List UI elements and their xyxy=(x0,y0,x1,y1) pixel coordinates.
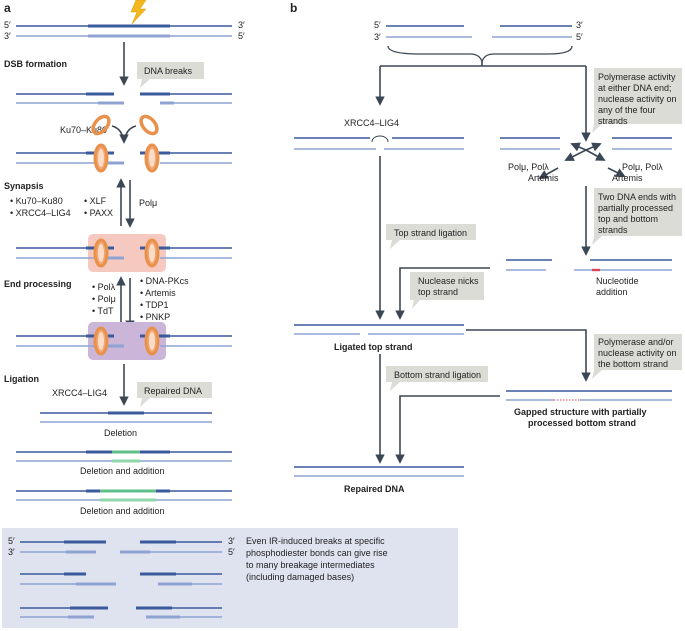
bottom-strand-ligation-callout: Bottom strand ligation xyxy=(386,366,488,391)
svg-text:addition: addition xyxy=(596,287,628,297)
two-dna-ends-callout: Two DNA ends with partially processed to… xyxy=(592,188,682,245)
dsb-formation-label: DSB formation xyxy=(4,59,67,69)
gapped-structure xyxy=(506,390,672,401)
svg-text:Top strand ligation: Top strand ligation xyxy=(394,228,467,238)
panel-b-aligned-ends xyxy=(294,135,464,150)
breakage-intermediates-box: 5′ 3′ 3′ 5′ Even IR-induced breaks at sp… xyxy=(2,528,458,628)
svg-text:at either DNA end;: at either DNA end; xyxy=(598,83,672,93)
svg-text:5′: 5′ xyxy=(238,31,245,41)
dna-with-ku xyxy=(16,143,232,173)
svg-text:strands: strands xyxy=(598,116,628,126)
panel-b-label: b xyxy=(290,1,297,15)
svg-text:• Artemis: • Artemis xyxy=(140,288,176,298)
svg-text:any of the four: any of the four xyxy=(598,105,656,115)
svg-text:Gapped structure with partiall: Gapped structure with partially xyxy=(514,407,647,417)
polymerase-activity-callout: Polymerase activity at either DNA end; n… xyxy=(592,68,682,133)
svg-text:• PAXX: • PAXX xyxy=(84,208,113,218)
svg-text:Repaired DNA: Repaired DNA xyxy=(144,386,202,396)
svg-text:5′: 5′ xyxy=(228,547,235,557)
svg-text:• Polλ: • Polλ xyxy=(92,282,116,292)
broken-dna xyxy=(16,92,232,105)
svg-text:5′: 5′ xyxy=(576,32,583,42)
svg-text:• Polμ: • Polμ xyxy=(92,294,116,304)
panel-b-processed-ends-2 xyxy=(506,259,672,272)
deletion-addition-label-1: Deletion and addition xyxy=(80,466,165,476)
svg-text:3′: 3′ xyxy=(576,20,583,30)
svg-text:Polymerase and/or: Polymerase and/or xyxy=(598,337,674,347)
svg-text:Two DNA ends with: Two DNA ends with xyxy=(598,192,676,202)
svg-text:DNA breaks: DNA breaks xyxy=(144,66,193,76)
repaired-dna-callout: Repaired DNA xyxy=(137,382,212,407)
svg-text:phosphodiester bonds can give: phosphodiester bonds can give rise xyxy=(246,548,388,558)
xrcc4-lig4-label-a: XRCC4–LIG4 xyxy=(52,388,107,398)
svg-text:• Ku70–Ku80: • Ku70–Ku80 xyxy=(10,196,63,206)
activity-arrows xyxy=(538,142,626,179)
panel-b-processed-ends-1 xyxy=(500,137,672,150)
lightning-icon xyxy=(130,0,147,25)
svg-text:(including damaged bases): (including damaged bases) xyxy=(246,572,354,582)
deletion-addition-product-2 xyxy=(16,489,232,502)
ligation-label: Ligation xyxy=(4,374,39,384)
svg-text:the bottom strand: the bottom strand xyxy=(598,359,668,369)
nuclease-nicks-callout: Nuclease nicks top strand xyxy=(410,272,484,309)
svg-text:Bottom strand ligation: Bottom strand ligation xyxy=(394,370,481,380)
svg-text:5′: 5′ xyxy=(4,20,11,30)
svg-text:processed bottom strand: processed bottom strand xyxy=(528,418,636,428)
ligated-top-strand xyxy=(294,324,464,335)
svg-text:• TDP1: • TDP1 xyxy=(140,300,169,310)
panel-b-broken-dna: 5′ 3′ 3′ 5′ xyxy=(374,20,583,42)
svg-text:3′: 3′ xyxy=(4,31,11,41)
repaired-dna-label-b: Repaired DNA xyxy=(344,484,405,494)
svg-text:top and bottom: top and bottom xyxy=(598,214,658,224)
svg-text:nuclease activity on: nuclease activity on xyxy=(598,348,677,358)
svg-text:Polμ, Polλ: Polμ, Polλ xyxy=(508,162,549,172)
svg-text:Nuclease nicks: Nuclease nicks xyxy=(418,276,479,286)
repaired-dna-b xyxy=(294,466,464,477)
intact-dna: 5′ 3′ 3′ 5′ xyxy=(4,20,245,41)
dna-breaks-callout: DNA breaks xyxy=(137,62,204,88)
svg-text:nuclease activity on: nuclease activity on xyxy=(598,94,677,104)
deletion-label: Deletion xyxy=(104,428,137,438)
svg-text:to many breakage intermediates: to many breakage intermediates xyxy=(246,560,375,570)
svg-text:Artemis: Artemis xyxy=(528,173,559,183)
svg-text:3′: 3′ xyxy=(228,536,235,546)
svg-text:• PNKP: • PNKP xyxy=(140,312,170,322)
svg-text:partially processed: partially processed xyxy=(598,203,673,213)
svg-text:Artemis: Artemis xyxy=(612,173,643,183)
deletion-product xyxy=(40,411,212,423)
svg-text:Polymerase activity: Polymerase activity xyxy=(598,72,676,82)
synapsis-label: Synapsis xyxy=(4,181,44,191)
svg-text:5′: 5′ xyxy=(8,536,15,546)
ligated-top-strand-label: Ligated top strand xyxy=(334,342,413,352)
panel-a-label: a xyxy=(4,1,11,15)
deletion-addition-product-1 xyxy=(16,450,232,463)
svg-text:5′: 5′ xyxy=(374,20,381,30)
svg-text:Polμ, Polλ: Polμ, Polλ xyxy=(622,162,663,172)
svg-text:3′: 3′ xyxy=(374,32,381,42)
synapsis-complex xyxy=(16,234,232,272)
svg-text:Even IR-induced breaks at spec: Even IR-induced breaks at specific xyxy=(246,536,385,546)
polmu-label: Polμ xyxy=(139,198,157,208)
xrcc4-lig4-label-b: XRCC4–LIG4 xyxy=(344,118,399,128)
svg-text:top strand: top strand xyxy=(418,287,458,297)
end-processing-label: End processing xyxy=(4,279,72,289)
svg-text:3′: 3′ xyxy=(238,20,245,30)
svg-text:3′: 3′ xyxy=(8,547,15,557)
svg-text:Nucleotide: Nucleotide xyxy=(596,276,639,286)
svg-text:• XLF: • XLF xyxy=(84,196,107,206)
deletion-addition-label-2: Deletion and addition xyxy=(80,506,165,516)
processing-complex xyxy=(16,322,232,360)
svg-text:strands: strands xyxy=(598,225,628,235)
polymerase-bottom-callout: Polymerase and/or nuclease activity on t… xyxy=(592,334,682,379)
svg-text:• DNA-PKcs: • DNA-PKcs xyxy=(140,276,189,286)
top-strand-ligation-callout: Top strand ligation xyxy=(386,224,476,249)
svg-text:• TdT: • TdT xyxy=(92,306,114,316)
ku-label: Ku70–Ku80 xyxy=(60,125,107,135)
ku-ring-icon xyxy=(91,114,159,136)
svg-text:• XRCC4–LIG4: • XRCC4–LIG4 xyxy=(10,208,71,218)
